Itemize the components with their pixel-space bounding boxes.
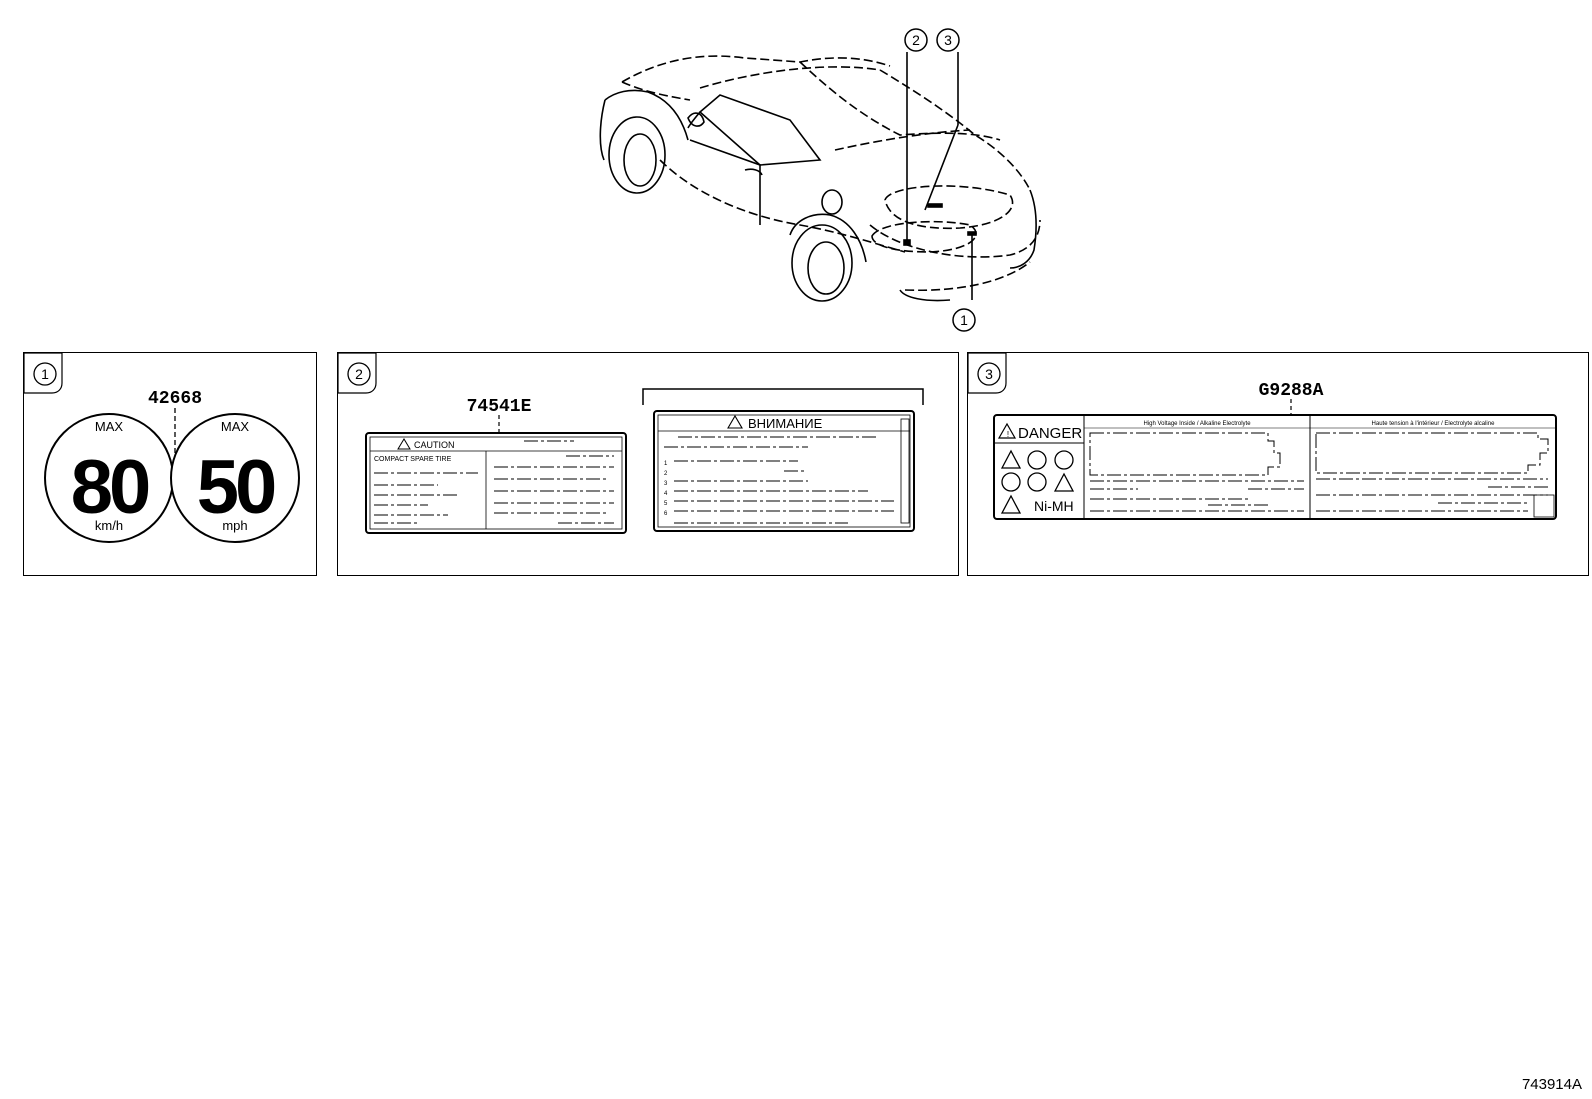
danger-label-hv-battery: ! DANGER Ni-MH High Voltage Inside / Alk… <box>993 414 1557 520</box>
svg-text:mph: mph <box>222 518 247 533</box>
panel-3-number-badge: 3 <box>967 352 1007 394</box>
panel-1-number-badge: 1 <box>23 352 63 394</box>
car-callout-1: 1 <box>952 308 976 332</box>
svg-text:2: 2 <box>355 366 363 382</box>
label-panel-1: 1 42668 MAX 80 km/h MAX 50 mph <box>23 352 317 576</box>
svg-text:80: 80 <box>71 445 149 530</box>
svg-text:MAX: MAX <box>95 419 124 434</box>
part-number-G9288A: G9288A <box>1259 381 1324 401</box>
label-panel-3: 3 G9288A ! DANGER Ni-MH <box>967 352 1589 576</box>
panel-1-artwork: 1 42668 MAX 80 km/h MAX 50 mph <box>23 352 300 543</box>
svg-text:MAX: MAX <box>221 419 250 434</box>
svg-text:6: 6 <box>664 511 668 517</box>
svg-text:COMPACT SPARE TIRE: COMPACT SPARE TIRE <box>374 456 452 463</box>
panel-3-artwork: 3 G9288A ! DANGER Ni-MH <box>967 352 1557 520</box>
svg-text:5: 5 <box>664 501 668 507</box>
caution-label-russian: ВНИМАНИЕ 1 2 3 4 5 6 <box>653 410 915 532</box>
speed-sign-kmh: MAX 80 km/h <box>44 413 174 543</box>
svg-text:2: 2 <box>664 471 668 477</box>
car-illustration: 2 3 1 <box>599 28 1041 332</box>
svg-text:3: 3 <box>944 32 952 48</box>
svg-text:Haute tension à l'intérieur /: Haute tension à l'intérieur / Electrolyt… <box>1372 421 1496 427</box>
caution-label-english: CAUTION COMPACT SPARE TIRE <box>365 432 627 534</box>
svg-text:ВНИМАНИЕ: ВНИМАНИЕ <box>748 416 823 431</box>
svg-text:3: 3 <box>985 366 993 382</box>
svg-text:km/h: km/h <box>95 518 123 533</box>
svg-text:3: 3 <box>664 481 668 487</box>
part-number-42668: 42668 <box>148 389 202 409</box>
panel-2-artwork: 2 74541E CAUTION COMPACT SPARE TIRE <box>337 352 924 534</box>
car-callout-3: 3 <box>936 28 960 52</box>
svg-text:DANGER: DANGER <box>1018 425 1082 442</box>
svg-text:50: 50 <box>197 445 275 530</box>
svg-text:1: 1 <box>41 366 49 382</box>
car-callout-2: 2 <box>904 28 928 52</box>
svg-text:Ni-MH: Ni-MH <box>1034 498 1074 514</box>
svg-text:High Voltage Inside / Alkaline: High Voltage Inside / Alkaline Electroly… <box>1143 421 1251 427</box>
svg-text:!: ! <box>1007 430 1009 439</box>
label-panel-2: 2 74541E CAUTION COMPACT SPARE TIRE <box>337 352 959 576</box>
part-number-74541E: 74541E <box>467 397 532 417</box>
svg-text:2: 2 <box>912 32 920 48</box>
illustration-code: 743914A <box>1521 1076 1582 1093</box>
speed-sign-mph: MAX 50 mph <box>170 413 300 543</box>
svg-text:CAUTION: CAUTION <box>414 440 455 450</box>
panel-2-number-badge: 2 <box>337 352 377 394</box>
svg-text:1: 1 <box>664 461 668 467</box>
svg-text:4: 4 <box>664 491 668 497</box>
svg-text:1: 1 <box>960 312 968 328</box>
